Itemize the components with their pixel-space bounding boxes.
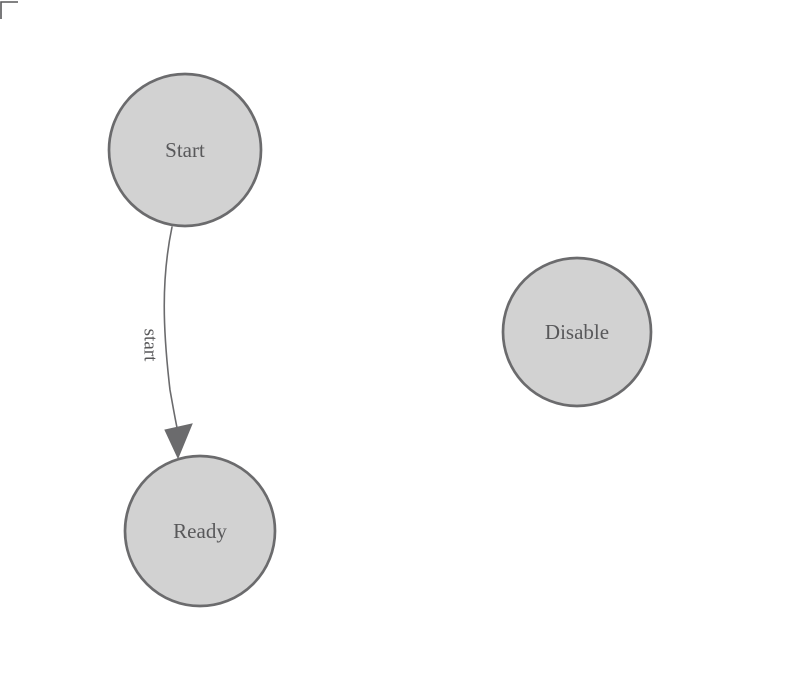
node-start-circle[interactable] <box>107 72 263 228</box>
crop-mark-top-left-icon <box>0 1 18 19</box>
node-ready-circle[interactable] <box>123 454 277 608</box>
edge-label-group-start-to-ready: start <box>140 329 161 362</box>
node-start-label: Start <box>165 138 205 162</box>
node-disable[interactable]: Disable <box>501 256 653 408</box>
node-ready-label: Ready <box>173 519 227 543</box>
node-disable-label: Disable <box>545 320 609 344</box>
node-start[interactable]: Start <box>107 72 263 228</box>
node-disable-circle[interactable] <box>501 256 653 408</box>
edge-label-start: start <box>140 329 161 362</box>
arrowhead-icon-start-to-ready <box>164 423 193 460</box>
edge-path-start-to-ready <box>163 226 179 433</box>
node-ready[interactable]: Ready <box>123 454 277 608</box>
edge-start-to-ready[interactable]: start <box>140 226 193 460</box>
